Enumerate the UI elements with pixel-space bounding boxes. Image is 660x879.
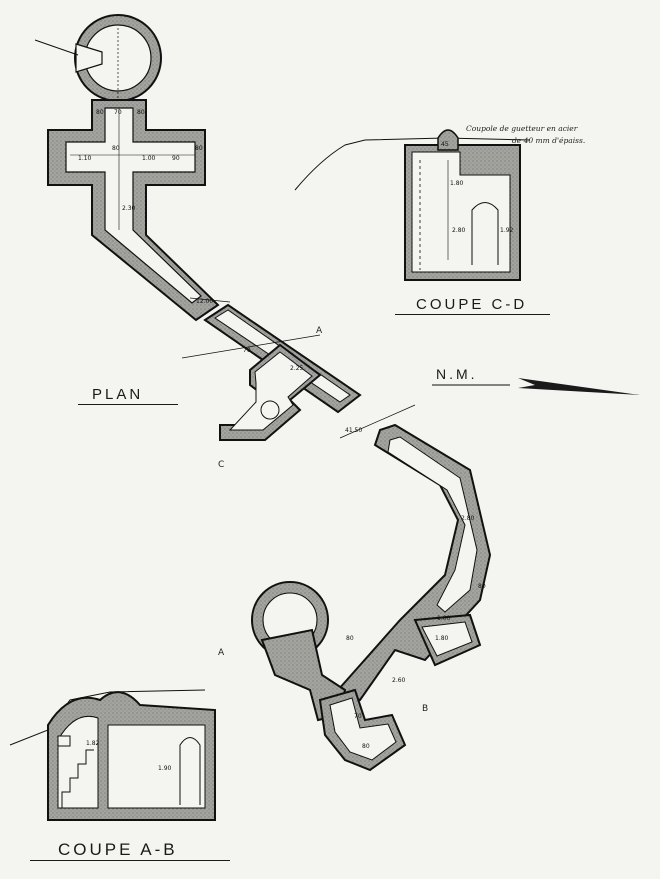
middle-corridor-plan: 12.00 41.50 70 2.25 [181, 297, 416, 441]
dim-label: 1.90 [158, 765, 172, 772]
dim-label: 80 [346, 635, 354, 642]
dim-label: 2.30 [122, 205, 136, 212]
dim-label: 2.80 [452, 227, 466, 234]
dim-label: 12.00 [196, 298, 213, 305]
dim-label: 1.10 [78, 155, 92, 162]
dim-label: 80 [137, 109, 145, 116]
dim-label: 80 [96, 109, 104, 116]
section-ab: 1.82 1.90 [9, 689, 216, 821]
dim-label: 70 [114, 109, 122, 116]
plan-label: PLAN [92, 386, 144, 403]
section-mark-c: C [218, 460, 225, 470]
dim-label: 41.50 [345, 427, 362, 434]
dim-label: 1.00 [142, 155, 156, 162]
dim-label: 1.80 [450, 180, 464, 187]
top-cross-plan: 80 70 80 1.10 80 1.00 90 80 2.30 [47, 99, 220, 322]
dim-label: 1.80 [435, 635, 449, 642]
lower-corridor-plan: 2.80 80 1.80 2.60 1.00 80 70 80 [251, 423, 492, 772]
dim-label: 2.60 [392, 677, 406, 684]
coupe-cd-label: COUPE C-D [416, 296, 528, 313]
dim-label: 80 [362, 743, 370, 750]
cupola-note-line2: de 40 mm d'épaiss. [512, 136, 586, 145]
coupe-cd-underline [395, 314, 550, 315]
section-mark-a: A [316, 326, 323, 336]
dim-label: 2.80 [461, 515, 475, 522]
dim-label: 1.82 [86, 740, 100, 747]
dim-label: 80 [195, 145, 203, 152]
cupola-note-line1: Coupole de guetteur en acier [466, 124, 578, 133]
north-arrow [432, 378, 640, 395]
dim-label: 2.25 [290, 365, 304, 372]
coupe-ab-label: COUPE A-B [58, 840, 178, 859]
coupe-ab-underline [30, 860, 230, 861]
section-mark-b: B [422, 704, 429, 714]
dim-label: 1.00 [437, 615, 451, 622]
dim-label: 1.92 [500, 227, 514, 234]
dim-label: 70 [354, 713, 362, 720]
dim-label: 80 [478, 583, 486, 590]
dim-label: 80 [112, 145, 120, 152]
north-label: N.M. [436, 366, 478, 382]
top-turret [34, 14, 162, 102]
section-cd: 45 1.80 2.80 1.92 [294, 129, 531, 281]
section-mark-a-lower: A [218, 648, 225, 658]
plan-underline [78, 404, 178, 405]
dim-label: 45 [441, 141, 449, 148]
dim-label: 90 [172, 155, 180, 162]
dim-label: 70 [243, 347, 251, 354]
